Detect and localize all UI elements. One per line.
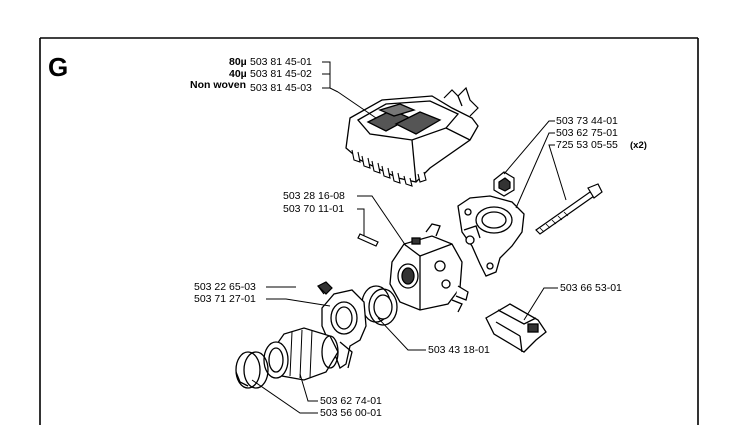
filter-part-80: 503 81 45-01 bbox=[250, 56, 312, 68]
part-label-503-62-75-01: 503 62 75-01 bbox=[556, 127, 618, 139]
filter-grade-nonwoven: Non woven bbox=[190, 79, 247, 91]
carburetor-body bbox=[389, 223, 469, 313]
bracket-part bbox=[485, 303, 547, 353]
part-label-503-56-00-01: 503 56 00-01 bbox=[320, 407, 382, 419]
part-label-503-62-74-01: 503 62 74-01 bbox=[320, 395, 382, 407]
part-label-503-70-11-01: 503 70 11-01 bbox=[283, 203, 345, 215]
filter-part-40: 503 81 45-02 bbox=[250, 68, 312, 80]
intake-adapter-plate bbox=[321, 289, 367, 369]
part-label-503-66-53-01: 503 66 53-01 bbox=[560, 282, 622, 294]
part-label-725-53-05-55: 725 53 05-55 bbox=[556, 139, 618, 151]
part-label-503-73-44-01: 503 73 44-01 bbox=[556, 115, 618, 127]
gasket-part bbox=[493, 171, 515, 197]
page-border bbox=[39, 37, 699, 425]
filter-grade-40: 40µ bbox=[229, 68, 247, 80]
part-label-503-43-18-01: 503 43 18-01 bbox=[428, 344, 490, 356]
part-label-503-22-65-03: 503 22 65-03 bbox=[194, 281, 256, 293]
part-label-503-71-27-01: 503 71 27-01 bbox=[194, 293, 256, 305]
air-filter-cover bbox=[345, 86, 479, 187]
long-screw bbox=[535, 183, 603, 235]
part-qty-x2: (x2) bbox=[630, 140, 647, 151]
section-letter: G bbox=[48, 52, 69, 82]
part-label-503-28-16-08: 503 28 16-08 bbox=[283, 190, 345, 202]
intake-boot bbox=[263, 327, 339, 381]
leader-lines bbox=[251, 61, 567, 414]
filter-grade-80: 80µ bbox=[229, 56, 247, 68]
clamp-ring bbox=[235, 351, 269, 389]
carburetor-flange bbox=[457, 195, 525, 277]
small-fitting bbox=[316, 281, 333, 295]
pin-part bbox=[357, 233, 379, 247]
filter-part-nonwoven: 503 81 45-03 bbox=[250, 82, 312, 94]
seal-ring bbox=[361, 285, 398, 326]
